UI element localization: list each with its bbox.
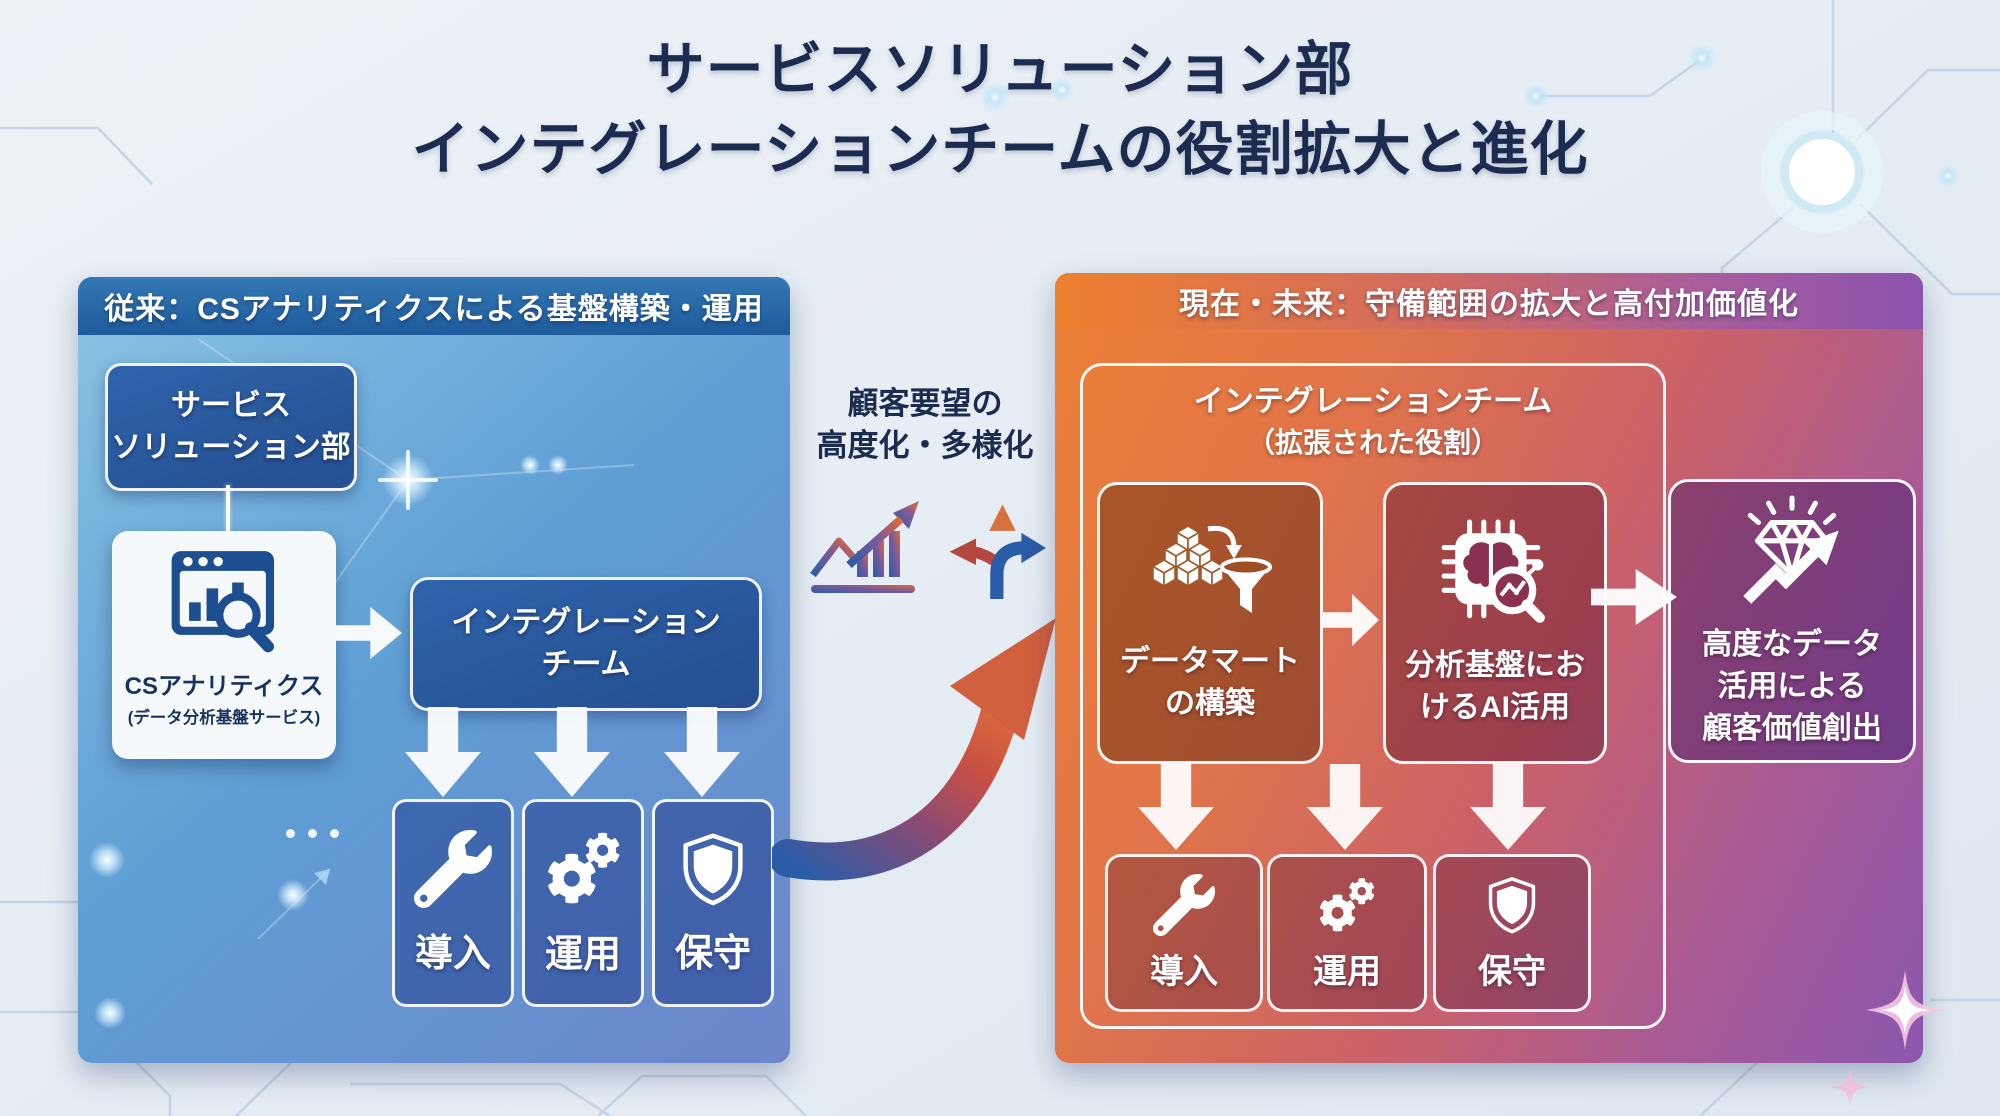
ai-chip-brain-icon <box>1437 517 1553 629</box>
container-to-ops-arrow <box>1307 764 1383 850</box>
future-panel: 現在・未来：守備範囲の拡大と高付加価値化 インテグレーションチーム （拡張された… <box>1055 273 1923 1063</box>
role-ai-line1: 分析基盤にお <box>1405 649 1585 682</box>
task-label: 保守 <box>674 932 751 975</box>
container-to-maint-arrow <box>1470 764 1546 850</box>
outcome-box: 高度なデータ 活用による 顧客価値創出 <box>1668 479 1916 763</box>
task-label: 保守 <box>1478 952 1546 991</box>
shield-icon <box>676 830 750 908</box>
curved-growth-arrow <box>772 618 1056 881</box>
container-to-intro-arrow <box>1138 764 1214 850</box>
cs-analytics-box: CSアナリティクス (データ分析基盤サービス) <box>112 531 336 759</box>
page-title: サービスソリューション部 インテグレーションチームの役割拡大と進化 <box>0 30 2000 190</box>
legacy-panel-header: 従来：CSアナリティクスによる基盤構築・運用 <box>78 277 790 335</box>
analytics-browser-icon <box>160 541 288 659</box>
task-box-maint: 保守 <box>652 799 774 1007</box>
role-box-ai: 分析基盤にお けるAI活用 <box>1383 482 1607 764</box>
growth-chart-icon <box>805 492 925 604</box>
wrench-icon <box>413 829 492 908</box>
role-datamart-line1: データマート <box>1120 645 1300 678</box>
branching-arrows-icon <box>942 488 1046 606</box>
expanded-team-title: インテグレーションチーム （拡張された役割） <box>1083 382 1663 463</box>
customer-demand-caption: 顧客要望の 高度化・多様化 <box>770 383 1080 467</box>
wrench-icon <box>1152 873 1215 936</box>
task-label: 運用 <box>1313 952 1381 991</box>
data-mart-cubes-funnel-icon <box>1146 521 1274 625</box>
role-box-datamart: データマート の構築 <box>1097 482 1323 764</box>
shield-icon <box>1483 874 1541 936</box>
dept-box-line1: サービス <box>171 389 291 422</box>
cs-analytics-subtitle: (データ分析基盤サービス) <box>127 709 321 727</box>
legacy-panel: 従来：CSアナリティクスによる基盤構築・運用 <box>78 277 790 1063</box>
task-box-intro: 導入 <box>1105 854 1263 1012</box>
task-box-maint: 保守 <box>1433 854 1591 1012</box>
gears-icon <box>540 829 626 909</box>
legacy-panel-header-text: 従来：CSアナリティクスによる基盤構築・運用 <box>104 293 764 326</box>
page-title-line2: インテグレーションチームの役割拡大と進化 <box>411 117 1589 183</box>
customer-demand-line1: 顧客要望の <box>847 386 1003 421</box>
expanded-team-container: インテグレーションチーム （拡張された役割） <box>1080 363 1666 1029</box>
gears-icon <box>1312 874 1382 936</box>
outcome-line1: 高度なデータ <box>1702 628 1882 661</box>
role-ai-line2: けるAI活用 <box>1420 691 1570 724</box>
task-box-ops: 運用 <box>1267 854 1427 1012</box>
task-label: 運用 <box>544 933 621 976</box>
customer-demand-line2: 高度化・多様化 <box>816 427 1034 463</box>
team-box-line2: チーム <box>541 648 631 681</box>
dept-to-cs-connector <box>226 485 230 531</box>
future-panel-header-text: 現在・未来：守備範囲の拡大と高付加価値化 <box>1179 288 1799 321</box>
diamond-growth-icon <box>1729 492 1855 614</box>
task-label: 導入 <box>414 932 491 975</box>
cs-analytics-name: CSアナリティクス <box>124 673 324 700</box>
integration-team-box: インテグレーション チーム <box>410 577 762 711</box>
outcome-line2: 活用による <box>1717 670 1867 703</box>
expanded-team-title-line2: （拡張された役割） <box>1246 426 1499 458</box>
pink-sparkle-decoration <box>1831 970 1944 1106</box>
task-box-intro: 導入 <box>392 799 514 1007</box>
datamart-to-ai-arrow <box>1323 594 1379 646</box>
outcome-line3: 顧客価値創出 <box>1702 712 1882 745</box>
team-box-line1: インテグレーション <box>451 606 721 639</box>
dept-box-line2: ソリューション部 <box>111 431 351 464</box>
task-label: 導入 <box>1150 952 1218 991</box>
role-datamart-line2: の構築 <box>1165 687 1255 720</box>
task-box-ops: 運用 <box>522 799 644 1007</box>
expanded-team-title-line1: インテグレーションチーム <box>1193 385 1553 418</box>
page-title-line1: サービスソリューション部 <box>646 37 1354 102</box>
ellipsis-decoration <box>286 829 339 838</box>
future-panel-header: 現在・未来：守備範囲の拡大と高付加価値化 <box>1055 273 1923 329</box>
service-solution-dept-box: サービス ソリューション部 <box>105 363 357 491</box>
